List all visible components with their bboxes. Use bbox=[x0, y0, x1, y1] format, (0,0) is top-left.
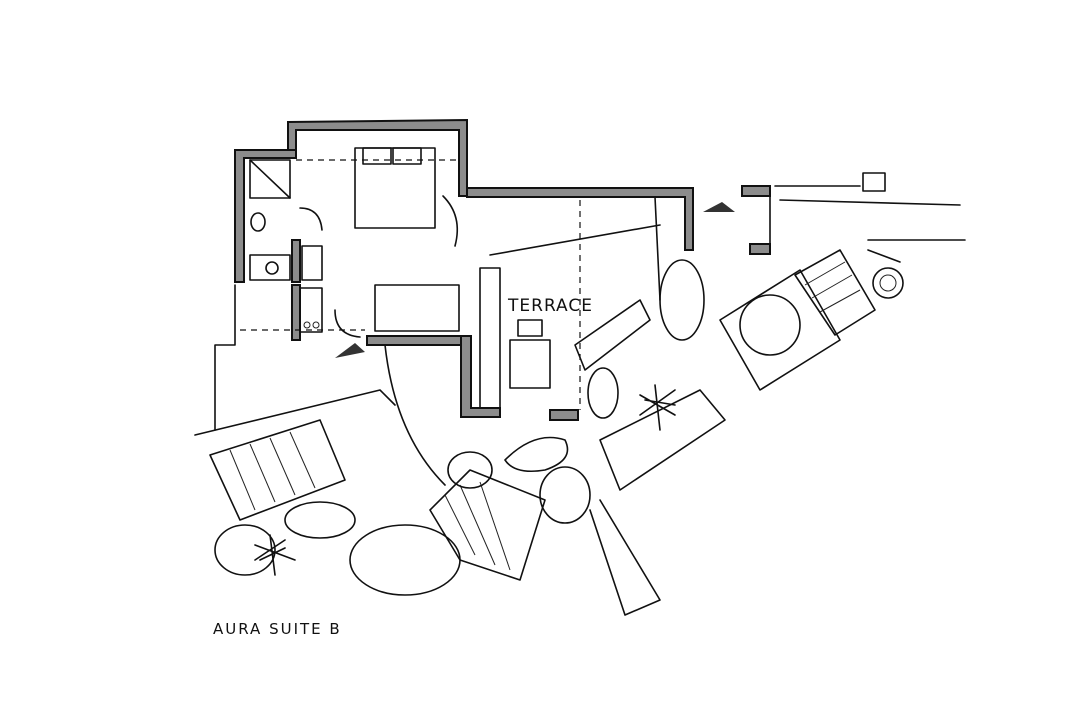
north-arrows bbox=[335, 202, 735, 358]
plan-title: AURA SUITE B bbox=[213, 620, 342, 638]
interior-lines bbox=[240, 147, 661, 410]
walls bbox=[234, 118, 771, 421]
terrace-label: TERRACE bbox=[508, 296, 594, 316]
landscape bbox=[194, 172, 966, 616]
